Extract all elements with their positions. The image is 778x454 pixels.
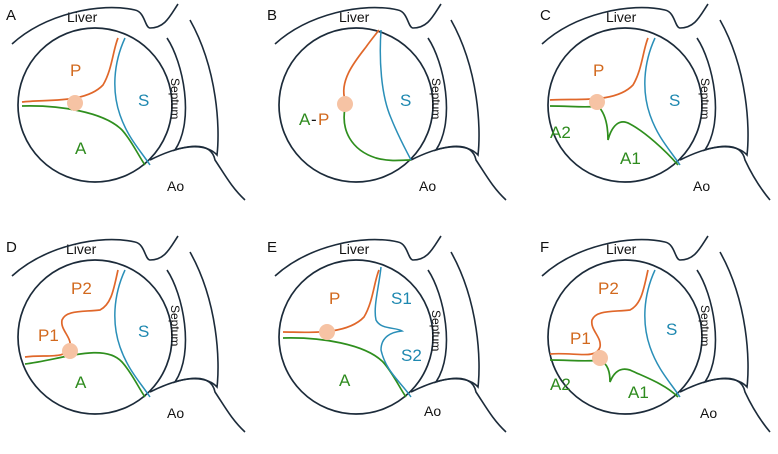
panel-letter: F xyxy=(540,239,549,256)
valve-annulus xyxy=(547,27,703,183)
leaflet-s: S xyxy=(138,322,149,341)
liver-outline xyxy=(274,3,442,45)
junction-dot xyxy=(67,95,83,111)
anterior-boundary xyxy=(549,359,679,398)
liver-outline xyxy=(541,3,709,45)
anterior-boundary xyxy=(282,337,407,398)
septum-label: Septum xyxy=(698,305,712,346)
leaflet-s: S xyxy=(400,91,411,110)
junction-dot xyxy=(589,94,605,110)
leaflet-a2: A2 xyxy=(550,375,571,394)
panel-a: A Liver P S A Septum Ao xyxy=(6,3,246,201)
anterior-septal-commissure xyxy=(21,105,146,166)
septum-label: Septum xyxy=(429,310,443,351)
liver-outline xyxy=(274,235,442,277)
leaflet-p2: P2 xyxy=(71,279,92,298)
leaflet-p1: P1 xyxy=(570,329,591,348)
valve-annulus xyxy=(17,27,173,183)
leaflet-dash: - xyxy=(311,110,317,129)
liver-outline xyxy=(11,3,179,45)
septal-boundary xyxy=(114,269,151,398)
panel-letter: E xyxy=(267,239,277,256)
aorta-outline xyxy=(149,377,246,433)
posterior-boundary xyxy=(282,269,380,334)
valve-annulus xyxy=(278,259,434,415)
septal-boundary xyxy=(114,37,151,166)
leaflet-a: A xyxy=(339,371,351,390)
aorta-label: Ao xyxy=(700,405,717,421)
septal-boundary xyxy=(374,266,412,398)
anterior-boundary xyxy=(24,351,146,398)
posterior-boundary xyxy=(24,269,119,358)
leaflet-s2: S2 xyxy=(401,346,422,365)
leaflet-p1: P1 xyxy=(38,326,59,345)
aorta-outline xyxy=(410,377,507,433)
aorta-outline xyxy=(149,145,246,201)
leaflet-s1: S1 xyxy=(391,289,412,308)
valve-annulus xyxy=(278,27,434,183)
valve-annulus xyxy=(17,259,173,415)
anterior-boundary xyxy=(549,105,679,166)
septum-label: Septum xyxy=(429,78,443,119)
septum-label: Septum xyxy=(698,78,712,119)
panel-d: D Liver P2 P1 S A Septum Ao xyxy=(6,235,246,433)
aorta-label: Ao xyxy=(167,405,184,421)
leaflet-a2: A2 xyxy=(550,123,571,142)
leaflet-p: P xyxy=(318,110,329,129)
liver-outline xyxy=(11,235,179,277)
leaflet-a1: A1 xyxy=(628,383,649,402)
leaflet-a: A xyxy=(75,139,87,158)
posterior-boundary xyxy=(549,37,649,101)
liver-outline xyxy=(541,235,709,277)
posterior-boundary xyxy=(549,269,649,356)
panel-c: C Liver P S A2 A1 Septum Ao xyxy=(540,3,771,201)
aorta-label: Ao xyxy=(424,403,441,419)
leaflet-p: P xyxy=(593,61,604,80)
leaflet-a1: A1 xyxy=(620,149,641,168)
aorta-outline xyxy=(679,377,771,433)
liver-label: Liver xyxy=(606,9,637,25)
leaflet-p: P xyxy=(70,61,81,80)
leaflet-p2: P2 xyxy=(598,279,619,298)
septal-boundary xyxy=(644,269,681,398)
junction-dot xyxy=(592,350,608,366)
aorta-outline xyxy=(410,145,507,201)
junction-dot xyxy=(62,343,78,359)
leaflet-s: S xyxy=(138,91,149,110)
junction-dot xyxy=(337,96,353,112)
leaflet-s: S xyxy=(666,320,677,339)
anterior-boundary xyxy=(343,107,412,162)
septum-label: Septum xyxy=(168,305,182,346)
aorta-outline xyxy=(679,145,771,201)
posterior-boundary xyxy=(342,29,380,101)
panel-letter: D xyxy=(6,239,17,256)
leaflet-s: S xyxy=(669,91,680,110)
septum-label: Septum xyxy=(168,78,182,119)
aorta-label: Ao xyxy=(693,178,710,194)
valve-annulus xyxy=(547,259,703,415)
panel-letter: B xyxy=(267,7,277,24)
liver-label: Liver xyxy=(606,241,637,257)
septal-boundary xyxy=(379,29,412,161)
junction-dot xyxy=(319,324,335,340)
liver-label: Liver xyxy=(67,9,98,25)
panel-letter: A xyxy=(6,7,16,24)
leaflet-a: A xyxy=(299,110,311,129)
panel-f: F Liver P2 P1 S A2 A1 Septum Ao xyxy=(540,235,771,433)
liver-label: Liver xyxy=(339,241,370,257)
aorta-label: Ao xyxy=(167,178,184,194)
leaflet-p: P xyxy=(329,289,340,308)
leaflet-a: A xyxy=(75,373,87,392)
panel-letter: C xyxy=(540,7,551,24)
posterior-anterior-commissure xyxy=(21,37,119,103)
liver-label: Liver xyxy=(339,9,370,25)
aorta-label: Ao xyxy=(419,178,436,194)
septal-boundary xyxy=(644,37,681,166)
panel-e: E Liver P S1 S2 A Septum Ao xyxy=(267,235,507,433)
panel-b: B Liver A - P S Septum Ao xyxy=(267,3,507,201)
